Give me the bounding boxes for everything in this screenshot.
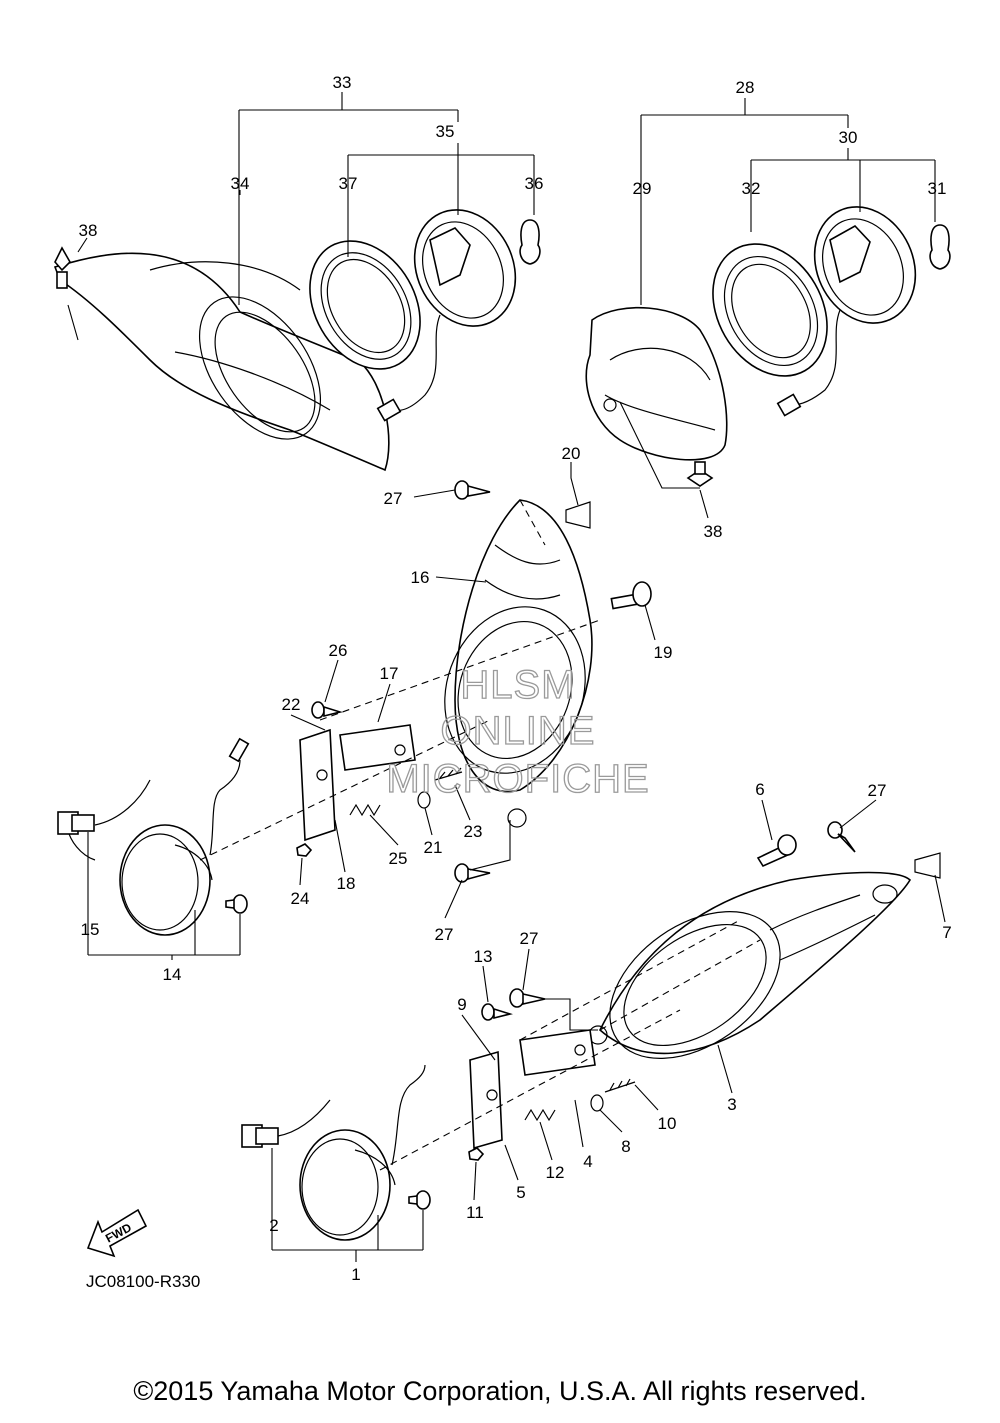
callout-10: 10 bbox=[658, 1114, 677, 1133]
screw-27-lower bbox=[509, 988, 546, 1008]
callout-32: 32 bbox=[742, 179, 761, 198]
nut-24 bbox=[296, 843, 313, 857]
callout-19: 19 bbox=[654, 643, 673, 662]
bolt-19 bbox=[610, 581, 652, 610]
callout-13: 13 bbox=[474, 947, 493, 966]
callout-5: 5 bbox=[516, 1183, 525, 1202]
callout-38-a: 38 bbox=[79, 221, 98, 240]
screw-13 bbox=[481, 1003, 513, 1021]
bulb-31 bbox=[929, 224, 951, 270]
screw-38-top bbox=[54, 246, 71, 289]
callout-6: 6 bbox=[755, 780, 764, 799]
callout-12: 12 bbox=[546, 1163, 565, 1182]
nut-11 bbox=[468, 1147, 485, 1161]
lens-ring-left bbox=[309, 240, 421, 370]
bulb-socket-left bbox=[376, 209, 517, 422]
bolt-6 bbox=[756, 834, 797, 868]
copyright-notice: ©2015 Yamaha Motor Corporation, U.S.A. A… bbox=[133, 1376, 867, 1406]
bolt-23 bbox=[434, 767, 463, 781]
headlight-housing-lower bbox=[588, 871, 912, 1059]
headlight-housing-upper bbox=[444, 499, 593, 828]
headlight-unit-lower bbox=[241, 1064, 426, 1241]
taillight-cover-left bbox=[53, 252, 390, 472]
callout-31: 31 bbox=[928, 179, 947, 198]
screw-38-right bbox=[686, 461, 714, 487]
alignment-lines bbox=[199, 499, 761, 1171]
clip-20 bbox=[565, 501, 591, 529]
screw-1 bbox=[408, 1190, 431, 1210]
taillight-cover-right bbox=[585, 306, 728, 461]
callout-9: 9 bbox=[457, 995, 466, 1014]
callout-35: 35 bbox=[436, 122, 455, 141]
screw-27-upper bbox=[454, 480, 491, 500]
callout-27-a: 27 bbox=[384, 489, 403, 508]
clip-7 bbox=[914, 852, 941, 879]
bolt-10 bbox=[604, 1078, 636, 1093]
watermark: HLSM ONLINE MICROFICHE bbox=[386, 662, 650, 801]
callout-27-d: 27 bbox=[520, 929, 539, 948]
callout-22: 22 bbox=[282, 695, 301, 714]
bulb-socket-right bbox=[776, 206, 917, 417]
watermark-line-2: ONLINE bbox=[441, 709, 596, 753]
callout-8: 8 bbox=[621, 1137, 630, 1156]
callout-30: 30 bbox=[839, 128, 858, 147]
callout-27-c: 27 bbox=[868, 781, 887, 800]
callout-16: 16 bbox=[411, 568, 430, 587]
watermark-line-3: MICROFICHE bbox=[386, 757, 649, 801]
bracket-upper bbox=[299, 724, 416, 842]
screw-14 bbox=[225, 894, 248, 914]
callout-21: 21 bbox=[424, 838, 443, 857]
watermark-line-1: HLSM bbox=[460, 663, 575, 707]
washer-21 bbox=[417, 791, 431, 809]
screw-27-right bbox=[827, 821, 856, 853]
callout-33: 33 bbox=[333, 73, 352, 92]
screw-22-26 bbox=[311, 701, 343, 719]
spring-12 bbox=[524, 1108, 556, 1122]
bracket-lower bbox=[469, 1029, 596, 1150]
callout-38-b: 38 bbox=[704, 522, 723, 541]
bulb-36 bbox=[519, 219, 541, 265]
callout-3: 3 bbox=[727, 1095, 736, 1114]
diagram-code: JC08100-R330 bbox=[86, 1272, 200, 1291]
lens-ring-right bbox=[712, 243, 828, 377]
callout-labels: 1 2 3 4 5 6 7 8 9 10 11 12 13 14 15 16 1… bbox=[79, 73, 952, 1284]
callout-36: 36 bbox=[525, 174, 544, 193]
callout-20: 20 bbox=[562, 444, 581, 463]
leader-lines bbox=[67, 92, 946, 1262]
screw-27-mid bbox=[454, 863, 491, 883]
callout-28: 28 bbox=[736, 78, 755, 97]
callout-15: 15 bbox=[81, 920, 100, 939]
callout-2: 2 bbox=[269, 1216, 278, 1235]
washer-8 bbox=[590, 1094, 604, 1112]
callout-14: 14 bbox=[163, 965, 182, 984]
callout-4: 4 bbox=[583, 1152, 592, 1171]
callout-34: 34 bbox=[231, 174, 250, 193]
callout-23: 23 bbox=[464, 822, 483, 841]
callout-37: 37 bbox=[339, 174, 358, 193]
callout-26: 26 bbox=[329, 641, 348, 660]
callout-27-b: 27 bbox=[435, 925, 454, 944]
callout-1: 1 bbox=[351, 1265, 360, 1284]
spring-25 bbox=[349, 803, 381, 817]
callout-24: 24 bbox=[291, 889, 310, 908]
callout-29: 29 bbox=[633, 179, 652, 198]
callout-25: 25 bbox=[389, 849, 408, 868]
callout-18: 18 bbox=[337, 874, 356, 893]
fwd-arrow-icon: FWD bbox=[86, 1208, 148, 1258]
callout-17: 17 bbox=[380, 664, 399, 683]
callout-7: 7 bbox=[942, 923, 951, 942]
headlight-unit-upper bbox=[57, 737, 250, 936]
callout-11: 11 bbox=[466, 1203, 484, 1222]
